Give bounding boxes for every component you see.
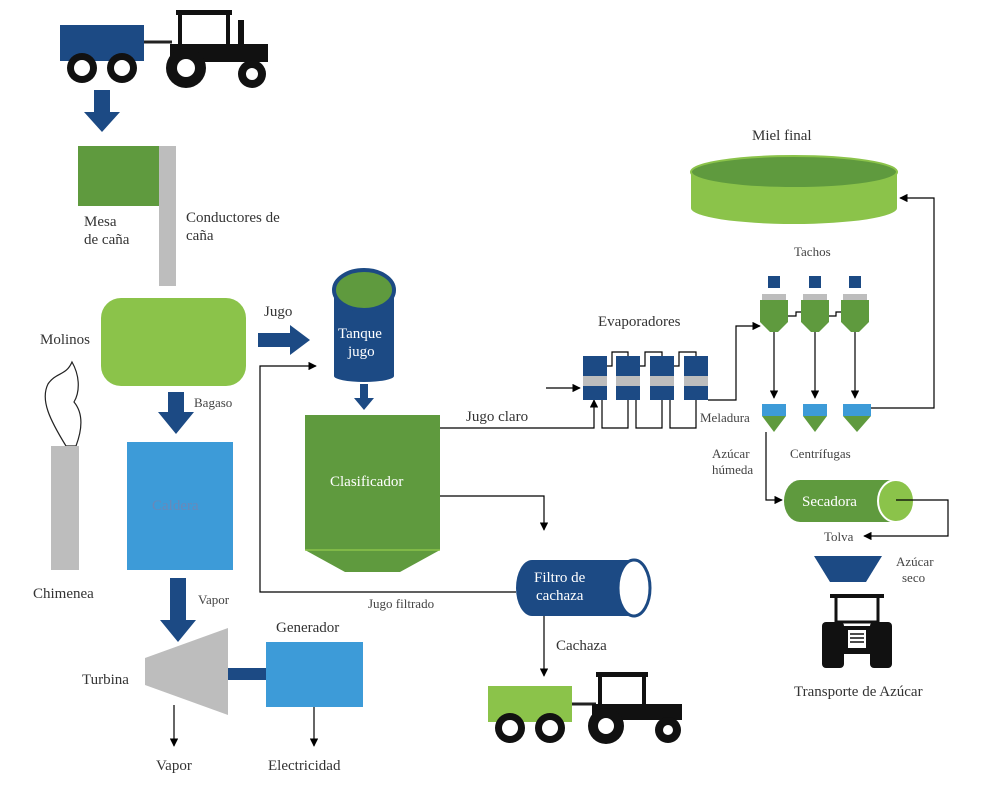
azucar-seco-label-1: Azúcar <box>896 554 934 569</box>
tanque-jugo <box>332 268 396 382</box>
molinos-label: Molinos <box>40 332 90 348</box>
filtro-label-1: Filtro de <box>534 570 586 586</box>
meladura-label: Meladura <box>700 410 750 425</box>
evaporador-2 <box>616 356 640 400</box>
centrifuga-2 <box>803 404 827 432</box>
jugo-filtrado-label: Jugo filtrado <box>368 596 434 611</box>
arrow-bagaso <box>158 392 194 434</box>
tacho-connectors <box>788 311 841 317</box>
turbina <box>145 628 228 715</box>
conductores-label: Conductores de <box>186 210 280 226</box>
turbina-label: Turbina <box>82 672 129 688</box>
generador-box <box>266 642 363 707</box>
arrow-jugo <box>258 325 310 355</box>
cana-label: caña <box>186 228 214 244</box>
clasificador-label: Clasificador <box>330 474 403 490</box>
molinos-box <box>101 298 246 386</box>
secadora-label: Secadora <box>802 494 857 510</box>
vapor-top-label: Vapor <box>198 592 230 607</box>
arrow-truck-to-mesa <box>84 90 120 132</box>
tolva-label: Tolva <box>824 529 854 544</box>
cachaza-trailer-icon <box>488 686 596 743</box>
tolva <box>814 556 882 582</box>
tractor-icon <box>166 10 268 88</box>
centrifuga-3 <box>843 404 871 432</box>
tacho-2 <box>801 276 829 332</box>
azucar-humeda-label-2: húmeda <box>712 462 753 477</box>
jugo-label: Jugo <box>264 304 292 320</box>
tractor-icon-2 <box>588 672 682 744</box>
vapor-bottom-label: Vapor <box>156 758 192 774</box>
centrifuga-1 <box>762 404 786 432</box>
line-azucar-humeda <box>765 432 783 505</box>
line-jugo-claro <box>440 399 599 429</box>
tanque-label: Tanque <box>338 326 382 342</box>
de-cana-label: de caña <box>84 232 130 248</box>
clasificador <box>305 415 440 572</box>
evaporador-4 <box>684 356 708 400</box>
caldera-box <box>127 442 233 570</box>
transporte-label: Transporte de Azúcar <box>794 684 923 700</box>
azucar-seco-label-2: seco <box>902 570 925 585</box>
evaporadores-label: Evaporadores <box>598 314 681 330</box>
cane-trailer-icon <box>60 25 172 83</box>
electricidad-label: Electricidad <box>268 758 341 774</box>
arrow-tanque-to-clasificador <box>354 384 374 410</box>
miel-final-label: Miel final <box>752 128 812 144</box>
caldera-label: Caldera <box>152 498 199 514</box>
tanque-jugo-label: jugo <box>347 344 375 360</box>
jugo-claro-label: Jugo claro <box>466 409 528 425</box>
transport-tractor-icon <box>822 594 892 668</box>
evaporador-3 <box>650 356 674 400</box>
chimenea <box>51 446 79 570</box>
line-meladura <box>708 321 761 401</box>
arrow-vapor-top <box>160 578 196 642</box>
tacho-3 <box>841 276 869 332</box>
chimenea-label: Chimenea <box>33 586 94 602</box>
filtro-de-cachaza <box>516 558 652 618</box>
line-to-miel-final <box>871 193 935 409</box>
turbine-shaft <box>228 668 266 680</box>
tachos-label: Tachos <box>794 244 831 259</box>
secadora <box>784 479 915 523</box>
line-jugo-filtrado <box>259 361 516 593</box>
evaporador-1 <box>583 356 607 400</box>
centrifugas-label: Centrífugas <box>790 446 851 461</box>
cachaza-label: Cachaza <box>556 638 607 654</box>
azucar-humeda-label-1: Azúcar <box>712 446 750 461</box>
mesa-de-cana <box>78 146 160 206</box>
conductores-de-cana <box>159 146 176 286</box>
miel-final-tank <box>690 155 898 224</box>
mesa-label: Mesa <box>84 214 117 230</box>
filtro-label-2: cachaza <box>536 588 584 604</box>
line-secadora-to-tolva <box>863 499 949 541</box>
smoke-icon <box>44 360 82 447</box>
bagaso-label: Bagaso <box>194 395 232 410</box>
evaporador-connectors <box>601 351 697 429</box>
line-to-filtro <box>440 495 549 531</box>
tacho-1 <box>760 276 788 332</box>
generador-label: Generador <box>276 620 339 636</box>
